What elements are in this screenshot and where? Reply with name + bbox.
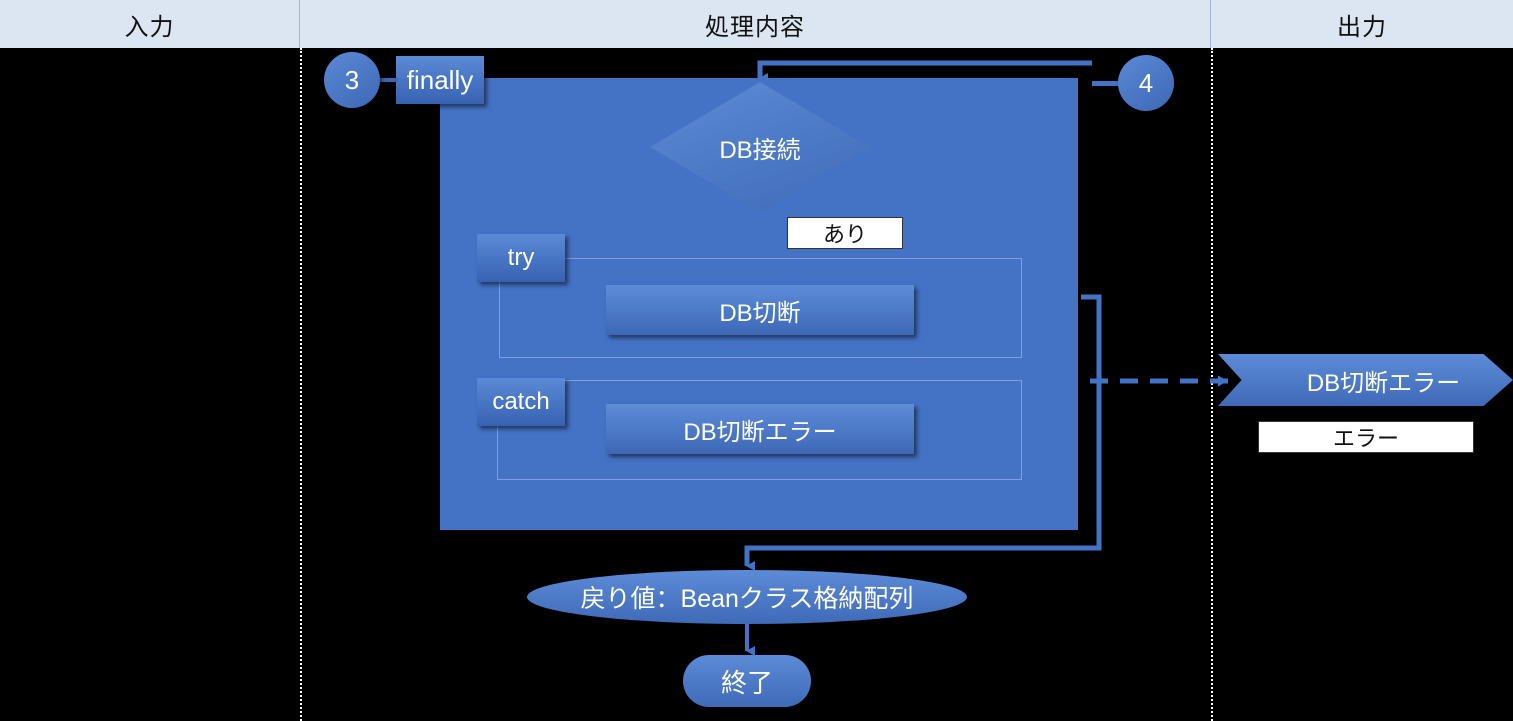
step-badge-4[interactable]: 4	[1118, 55, 1174, 111]
badge-3-connector-stub	[380, 78, 398, 82]
output-db-disconnect-error[interactable]: DB切断エラー	[1218, 354, 1513, 406]
return-value-node[interactable]: 戻り値：Beanクラス格納配列	[527, 570, 967, 624]
tag-catch: catch	[477, 378, 565, 426]
decision-db-connect[interactable]: DB接続	[650, 82, 870, 212]
tag-finally: finally	[396, 56, 484, 104]
output-label-error: エラー	[1258, 421, 1474, 453]
tag-try: try	[477, 234, 565, 282]
column-header-input: 入力	[0, 0, 300, 48]
column-header-row: 入力 処理内容 出力	[0, 0, 1513, 48]
column-header-process: 処理内容	[300, 0, 1211, 48]
branch-label-yes: あり	[787, 217, 903, 249]
column-divider-input-process	[300, 48, 302, 721]
process-db-disconnect[interactable]: DB切断	[606, 285, 914, 335]
column-divider-process-output	[1211, 48, 1213, 721]
connector-loopback-top	[757, 60, 1092, 83]
decision-db-connect-label: DB接続	[719, 136, 801, 164]
column-header-output: 出力	[1211, 0, 1513, 48]
terminator-end[interactable]: 終了	[683, 655, 811, 707]
process-db-disconnect-error[interactable]: DB切断エラー	[606, 404, 914, 454]
step-badge-3[interactable]: 3	[324, 52, 380, 108]
output-chevron-shape	[1218, 354, 1513, 406]
badge-4-connector-stub	[1092, 81, 1122, 86]
output-db-disconnect-error-label: DB切断エラー	[1306, 369, 1461, 397]
